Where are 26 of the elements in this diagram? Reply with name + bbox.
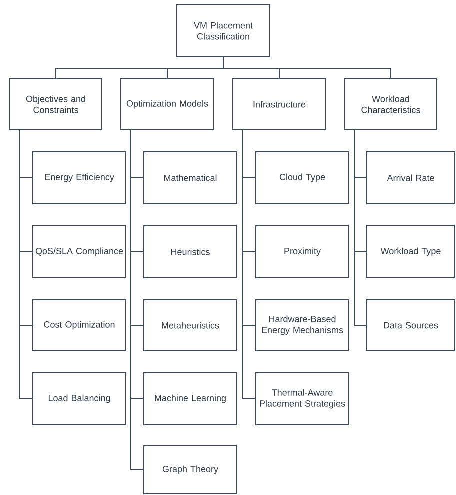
- item-box: QoS/SLA Compliance: [32, 226, 126, 278]
- item-box: Graph Theory: [144, 446, 238, 494]
- item-box: Proximity: [256, 226, 350, 278]
- item-box: Cost Optimization: [32, 300, 126, 352]
- group-box: Optimization Models: [120, 78, 214, 130]
- item-box: Load Balancing: [32, 372, 126, 426]
- item-box: Workload Type: [366, 226, 456, 278]
- group-box: Objectives and Constraints: [10, 78, 102, 130]
- item-box: Arrival Rate: [366, 152, 456, 204]
- item-box: Heuristics: [144, 226, 238, 278]
- connector: [19, 130, 33, 400]
- item-box: Mathematical: [144, 152, 238, 204]
- group-box: Infrastructure: [232, 78, 326, 130]
- item-box: Thermal-Aware Placement Strategies: [256, 372, 350, 426]
- connector: [223, 57, 392, 79]
- connector: [242, 130, 256, 400]
- connector: [130, 130, 144, 470]
- item-box: Data Sources: [366, 300, 456, 352]
- item-box: Hardware-Based Energy Mechanisms: [256, 300, 350, 352]
- connector: [354, 130, 367, 326]
- category-box: VM Placement Classification: [176, 4, 270, 58]
- item-box: Machine Learning: [144, 372, 238, 426]
- item-box: Cloud Type: [256, 152, 350, 204]
- item-box: Energy Efficiency: [32, 152, 126, 204]
- item-box: Metaheuristics: [144, 300, 238, 352]
- group-box: Workload Characteristics: [344, 78, 438, 130]
